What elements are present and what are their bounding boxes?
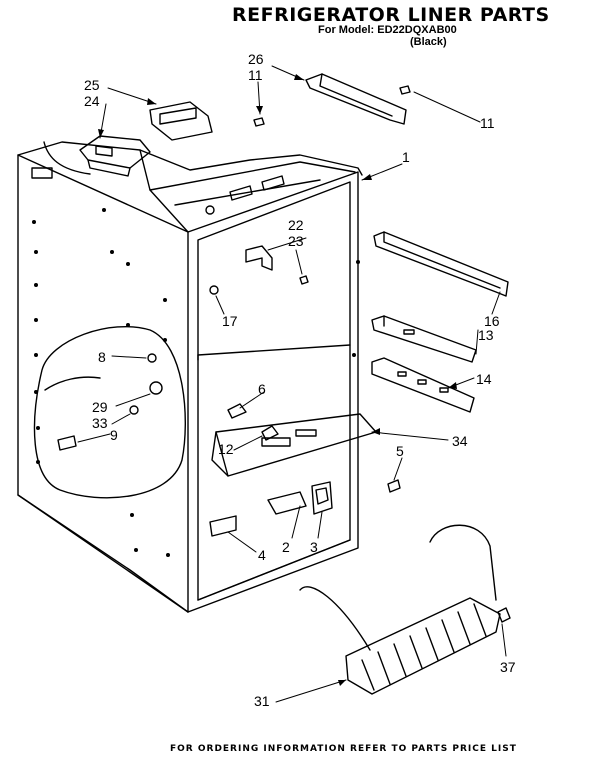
callout-22: 22 [288, 217, 304, 233]
callout-11-right: 11 [480, 115, 495, 131]
light-housing [79, 135, 151, 177]
callout-17: 17 [222, 313, 238, 329]
clip-6 [227, 403, 247, 419]
screw-icon [299, 275, 309, 285]
callout-34: 34 [452, 433, 468, 449]
callout-16: 16 [484, 313, 500, 329]
callout-3: 3 [310, 539, 318, 555]
arrowheads [98, 74, 457, 686]
shelf-bracket-16 [373, 231, 509, 297]
clip-12 [261, 425, 279, 441]
callout-24: 24 [84, 93, 100, 109]
callout-13: 13 [478, 327, 494, 343]
screw-icon [387, 479, 401, 493]
top-rail [305, 73, 407, 125]
ordering-note: FOR ORDERING INFORMATION REFER TO PARTS … [170, 744, 517, 754]
callout-23: 23 [288, 233, 304, 249]
drain-trough [209, 481, 333, 537]
callout-25: 25 [84, 77, 100, 93]
callout-5: 5 [396, 443, 404, 459]
page-title: REFRIGERATOR LINER PARTS [232, 4, 550, 26]
light-shield [149, 101, 213, 141]
thermostat-knob [147, 353, 157, 363]
liner-cabinet [17, 141, 363, 613]
plug-17 [209, 285, 219, 295]
callout-37: 37 [500, 659, 516, 675]
side-wall-holes [32, 208, 360, 557]
callout-33: 33 [92, 415, 108, 431]
control-33 [129, 405, 139, 415]
light-wire [43, 141, 91, 175]
callout-9: 9 [110, 427, 118, 443]
color-variant: (Black) [410, 36, 447, 48]
callout-8: 8 [98, 349, 106, 365]
defrost-heater-31 [345, 597, 501, 695]
cover-support-34 [211, 413, 377, 477]
callout-14: 14 [476, 371, 492, 387]
heater-wire-right [429, 524, 497, 601]
screw-icon [253, 85, 411, 127]
callout-12: 12 [218, 441, 234, 457]
mount-bracket-22 [245, 245, 273, 271]
control-29 [149, 381, 163, 395]
connector-9 [57, 435, 77, 451]
callout-2: 2 [282, 539, 290, 555]
callout-4: 4 [258, 547, 266, 563]
heater-clip-37 [497, 607, 511, 623]
model-number: For Model: ED22DQXAB00 [318, 24, 457, 36]
callout-11-top: 11 [248, 67, 263, 83]
heater-wire-left [299, 586, 371, 651]
shelf-bracket-13 [371, 315, 477, 363]
callout-26: 26 [248, 51, 264, 67]
callout-1: 1 [402, 149, 410, 165]
control-detail-circle [33, 326, 186, 499]
callout-labels: 26 11 11 25 24 1 22 23 17 16 13 14 8 29 … [84, 51, 516, 709]
callout-6: 6 [258, 381, 266, 397]
callout-31: 31 [254, 693, 270, 709]
callout-29: 29 [92, 399, 108, 415]
shelf-bracket-14 [371, 357, 475, 413]
